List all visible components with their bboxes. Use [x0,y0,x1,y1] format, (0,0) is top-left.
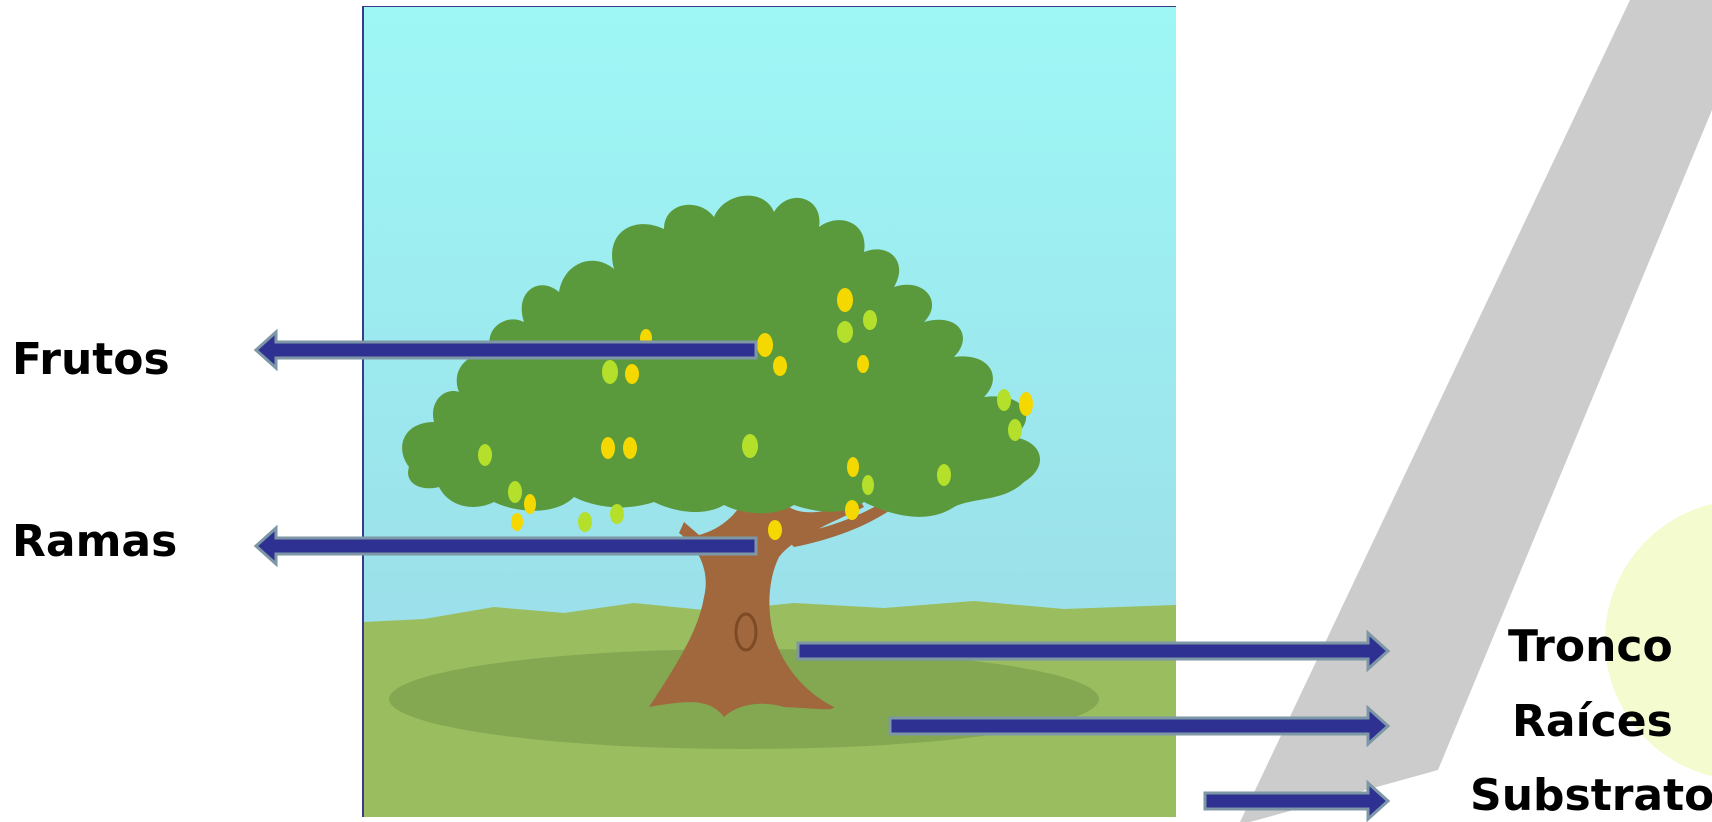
arrow-frutos [256,332,756,368]
label-substrato: Substrato [1470,774,1712,818]
arrow-ramas [256,528,756,564]
label-ramas: Ramas [12,520,177,564]
arrow-raices [890,708,1388,744]
label-frutos: Frutos [12,338,170,382]
arrow-substrato [1205,783,1388,819]
arrow-tronco [798,633,1388,669]
label-tronco: Tronco [1508,625,1673,669]
label-raices: Raíces [1512,700,1673,744]
